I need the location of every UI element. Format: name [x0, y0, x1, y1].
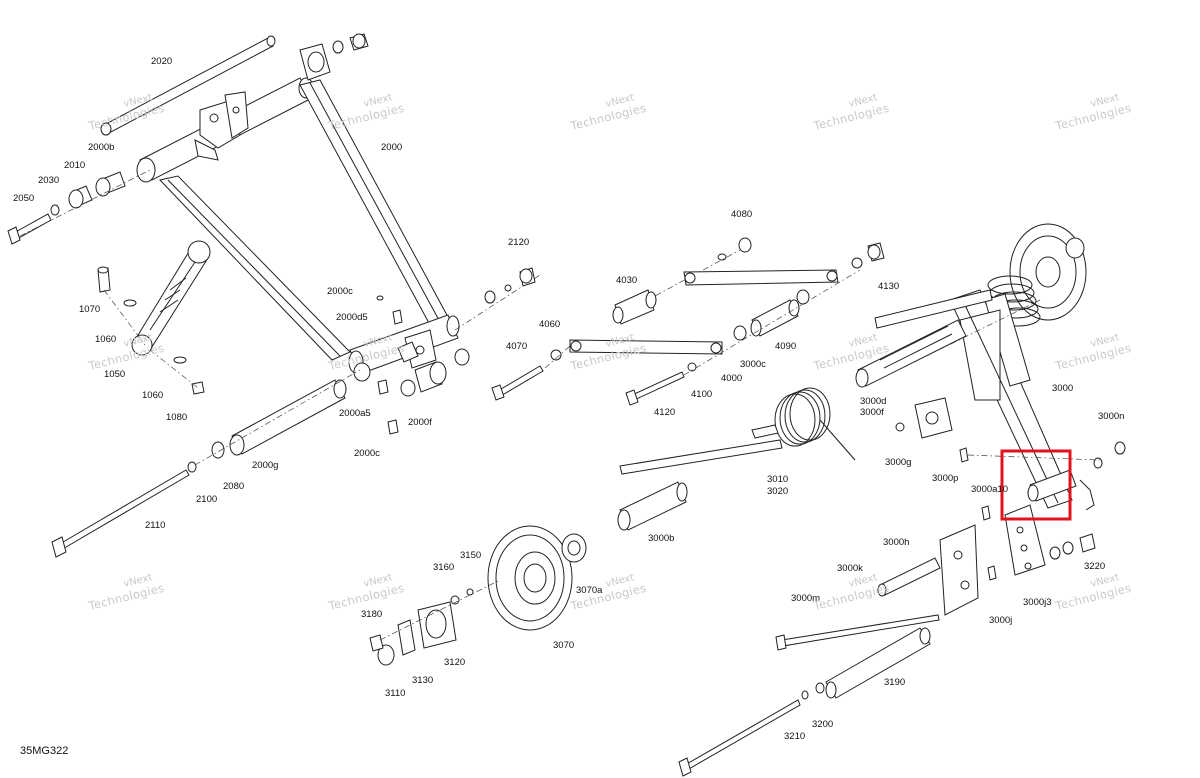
label-1080[interactable]: 1080: [166, 412, 188, 423]
label-2100[interactable]: 2100: [196, 494, 218, 505]
tube-2000g: [229, 379, 347, 456]
bushings-2000b-2010: [7, 169, 151, 245]
label-3190[interactable]: 3190: [884, 677, 906, 688]
highlight-box: [1000, 449, 1072, 521]
label-2020[interactable]: 2020: [151, 56, 173, 67]
label-2000b[interactable]: 2000b: [88, 142, 115, 153]
label-2000a5[interactable]: 2000a5: [339, 408, 371, 419]
label-2000f[interactable]: 2000f: [408, 417, 432, 428]
hub-3120-group: [369, 579, 501, 666]
label-3000n[interactable]: 3000n: [1098, 411, 1125, 422]
label-4080[interactable]: 4080: [731, 209, 753, 220]
label-4000[interactable]: 4000: [721, 373, 743, 384]
label-3000m[interactable]: 3000m: [791, 593, 821, 604]
label-4030[interactable]: 4030: [616, 275, 638, 286]
middle-linkage-group: [491, 237, 885, 406]
label-2030[interactable]: 2030: [38, 175, 60, 186]
label-3220[interactable]: 3220: [1084, 561, 1106, 572]
label-2080[interactable]: 2080: [223, 481, 245, 492]
arm-frame-2000: [159, 43, 460, 375]
label-3200[interactable]: 3200: [812, 719, 834, 730]
wheel-3070: [487, 525, 587, 631]
bolt-2110: [51, 369, 361, 558]
label-2000d5[interactable]: 2000d5: [336, 312, 368, 323]
hardware-2000c-2000d5: [353, 295, 470, 435]
front-arm-group: [7, 33, 541, 558]
label-3110[interactable]: 3110: [385, 688, 406, 699]
label-1050[interactable]: 1050: [104, 369, 126, 380]
label-3000h[interactable]: 3000h: [883, 537, 910, 548]
label-3000p[interactable]: 3000p: [932, 473, 959, 484]
label-1060-bottom[interactable]: 1060: [142, 390, 164, 401]
top-washer: [332, 40, 344, 54]
label-2000c-bottom[interactable]: 2000c: [354, 448, 380, 459]
label-3020[interactable]: 3020: [767, 486, 789, 497]
bracket-3000j: [775, 504, 1096, 651]
label-4090[interactable]: 4090: [775, 341, 797, 352]
label-3010[interactable]: 3010: [767, 474, 789, 485]
label-3000j[interactable]: 3000j: [989, 615, 1013, 626]
label-3000j3[interactable]: 3000j3: [1023, 597, 1052, 608]
label-2050[interactable]: 2050: [13, 193, 35, 204]
label-4100[interactable]: 4100: [691, 389, 713, 400]
sleeve-3000b: [617, 481, 688, 531]
label-2010[interactable]: 2010: [64, 160, 86, 171]
label-3070a[interactable]: 3070a: [576, 585, 603, 596]
label-3000k[interactable]: 3000k: [837, 563, 863, 574]
label-1060-top[interactable]: 1060: [95, 334, 117, 345]
label-3210[interactable]: 3210: [784, 731, 806, 742]
label-3180[interactable]: 3180: [361, 609, 383, 620]
diagram-code: 35MG322: [20, 745, 69, 757]
rear-arm-group: [855, 223, 1126, 511]
label-2120[interactable]: 2120: [508, 237, 530, 248]
label-3150[interactable]: 3150: [460, 550, 482, 561]
torsion-spring-3010: [619, 387, 856, 475]
label-3000a10[interactable]: 3000a10: [971, 484, 1008, 495]
label-3160[interactable]: 3160: [433, 562, 455, 573]
label-3000[interactable]: 3000: [1052, 383, 1074, 394]
label-2000g[interactable]: 2000g: [252, 460, 279, 471]
label-2000[interactable]: 2000: [381, 142, 403, 153]
label-1070[interactable]: 1070: [79, 304, 101, 315]
shaft-2020: [100, 35, 276, 136]
label-4060[interactable]: 4060: [539, 319, 561, 330]
label-3130[interactable]: 3130: [412, 675, 434, 686]
label-2000c-top[interactable]: 2000c: [327, 286, 353, 297]
rods-3190-3210: [678, 627, 931, 777]
label-3120[interactable]: 3120: [444, 657, 466, 668]
label-3000c[interactable]: 3000c: [740, 359, 766, 370]
link-1050: [97, 240, 211, 395]
label-3000d[interactable]: 3000d: [860, 396, 887, 407]
label-4130[interactable]: 4130: [878, 281, 900, 292]
label-4070[interactable]: 4070: [506, 341, 528, 352]
label-3000f[interactable]: 3000f: [860, 407, 884, 418]
label-3070[interactable]: 3070: [553, 640, 575, 651]
label-4120[interactable]: 4120: [654, 407, 676, 418]
bolt-2120-group: [454, 267, 541, 331]
label-3000b[interactable]: 3000b: [648, 533, 675, 544]
label-2110[interactable]: 2110: [145, 520, 166, 531]
label-3000g[interactable]: 3000g: [885, 457, 912, 468]
